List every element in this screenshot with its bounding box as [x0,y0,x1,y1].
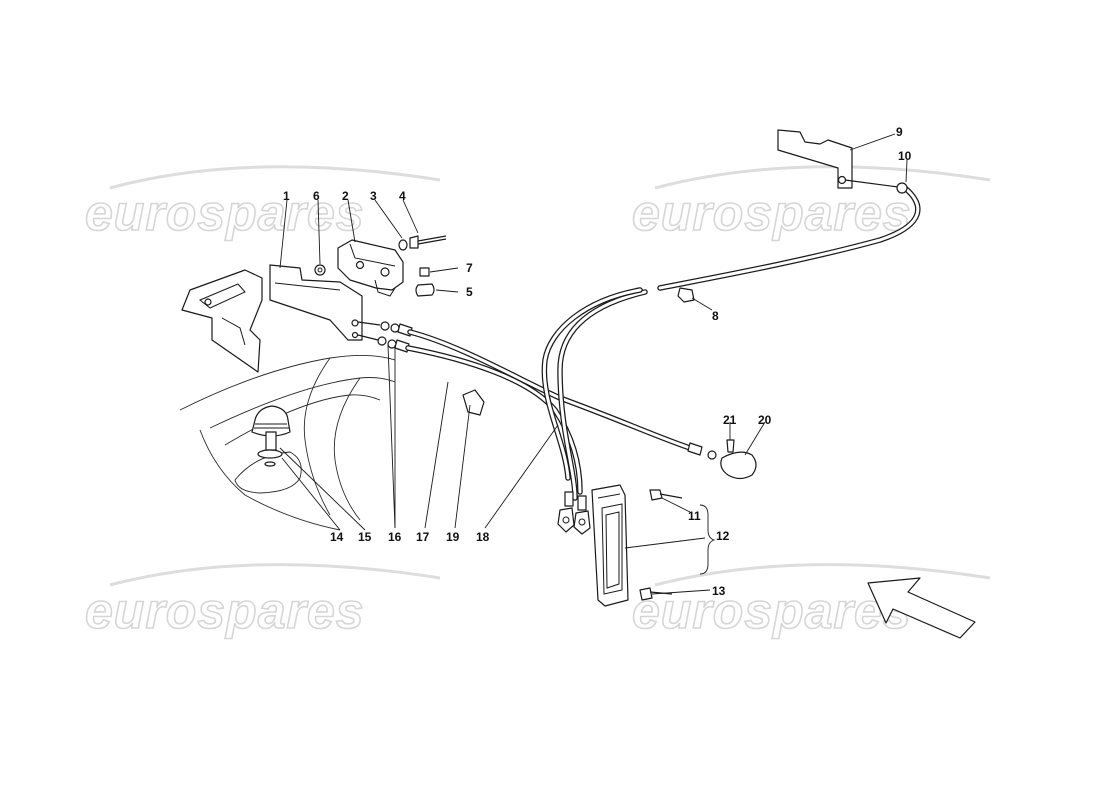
interior-handle [591,484,683,607]
label-13: 13 [712,584,726,598]
latch-mechanism-2 [337,239,404,297]
label-18: 18 [476,530,490,544]
bracket-9 [777,129,908,194]
handle-20 [720,451,757,480]
watermark-bottom-left: eurospares [85,583,365,639]
watermarks: eurospares eurospares eurospares eurospa… [84,165,991,640]
label-2: 2 [342,189,349,203]
pin-5 [415,283,435,297]
car-body-outline [179,354,396,531]
watermark-bottom-right: eurospares [632,583,912,639]
watermark-top-right: eurospares [632,185,912,241]
screw-21 [726,439,735,453]
watermark-top-left: eurospares [85,185,365,241]
cable-ends-16 [357,321,413,353]
label-10: 10 [898,149,912,163]
washer-6 [314,264,326,276]
label-16: 16 [388,530,402,544]
direction-arrow [867,577,976,639]
label-15: 15 [358,530,372,544]
label-5: 5 [466,285,473,299]
label-19: 19 [446,530,460,544]
latch-plate-1 [269,264,363,341]
label-20: 20 [758,413,772,427]
label-8: 8 [712,309,719,323]
clip-8 [677,287,695,303]
label-21: 21 [723,413,737,427]
clip-19 [462,389,485,416]
bolt-3-4 [398,235,447,251]
label-3: 3 [370,189,377,203]
label-1: 1 [283,189,290,203]
label-7: 7 [466,261,473,275]
buffer-14-15 [251,405,291,467]
hood-bracket [181,269,263,373]
label-6: 6 [313,189,320,203]
label-4: 4 [399,189,406,203]
label-12: 12 [716,529,730,543]
spring-7 [419,267,430,277]
label-11: 11 [688,509,701,523]
label-9: 9 [896,125,903,139]
label-14: 14 [330,530,344,544]
cable-eyelets [557,491,591,535]
label-17: 17 [416,530,430,544]
leader-lines [279,133,908,595]
part-labels: 1 6 2 3 4 7 5 8 9 10 11 12 13 14 15 16 1… [283,125,912,598]
